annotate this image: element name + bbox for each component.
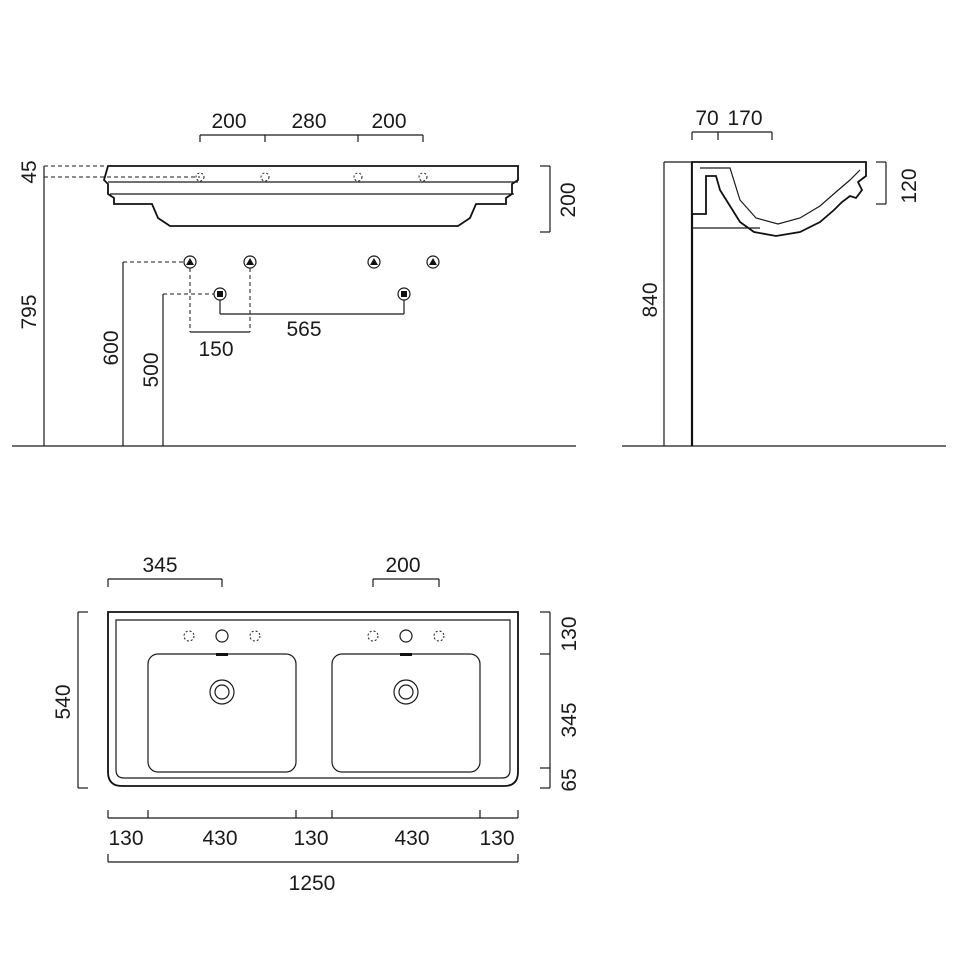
- front-view: 200 280 200 45 795 200: [12, 110, 580, 447]
- dim-label-1250: 1250: [289, 872, 336, 895]
- dim-label-540: 540: [52, 684, 75, 719]
- side-view: 70 170 120 840: [622, 107, 946, 447]
- basin-plan-rim: [115, 619, 511, 779]
- overflow-left: [216, 653, 228, 656]
- dim-label-200-plan: 200: [385, 554, 420, 577]
- basin-side-section: [691, 161, 867, 237]
- dim-label-345-top: 345: [142, 554, 177, 577]
- dim-label-130-c: 130: [479, 827, 514, 850]
- overflow-right: [400, 653, 412, 656]
- tap-hole: [183, 630, 195, 642]
- dim-label-200-height: 200: [557, 182, 580, 217]
- dim-label-130-b: 130: [293, 827, 328, 850]
- dim-label-70: 70: [695, 107, 718, 130]
- dim-label-45: 45: [18, 160, 41, 183]
- dim-label-500: 500: [140, 352, 163, 387]
- tap-hole: [249, 630, 261, 642]
- dim-label-200-a: 200: [211, 110, 246, 133]
- drain-left-inner: [214, 684, 230, 700]
- dim-label-600: 600: [100, 330, 123, 365]
- tap-hole: [215, 629, 229, 643]
- dim-label-430-b: 430: [394, 827, 429, 850]
- dim-label-795: 795: [18, 294, 41, 329]
- dim-label-565: 565: [286, 318, 321, 341]
- tap-hole-mark: [260, 172, 270, 182]
- dim-label-345-right: 345: [558, 702, 581, 737]
- tap-hole-mark: [418, 172, 428, 182]
- dim-label-170: 170: [727, 107, 762, 130]
- basin-plan-outline: [107, 611, 519, 787]
- dim-label-150: 150: [198, 338, 233, 361]
- dim-label-65: 65: [558, 768, 581, 791]
- tap-hole-mark: [353, 172, 363, 182]
- tap-hole: [399, 629, 413, 643]
- basin-inner-curve: [700, 167, 861, 225]
- plan-view: 345 200 540 130 345 65 130 430 130 430 1…: [52, 554, 581, 895]
- dim-label-120: 120: [898, 168, 921, 203]
- dim-label-840: 840: [639, 282, 662, 317]
- waste-connections: [213, 287, 411, 301]
- dim-label-130-a: 130: [108, 827, 143, 850]
- dim-label-280: 280: [291, 110, 326, 133]
- dim-label-200-b: 200: [371, 110, 406, 133]
- drain-right-inner: [398, 684, 414, 700]
- dim-label-130-right: 130: [558, 616, 581, 651]
- tap-hole: [433, 630, 445, 642]
- dim-label-430-a: 430: [202, 827, 237, 850]
- water-supply-connections: [183, 255, 440, 269]
- basin-front-outline: [102, 165, 519, 227]
- tap-hole: [367, 630, 379, 642]
